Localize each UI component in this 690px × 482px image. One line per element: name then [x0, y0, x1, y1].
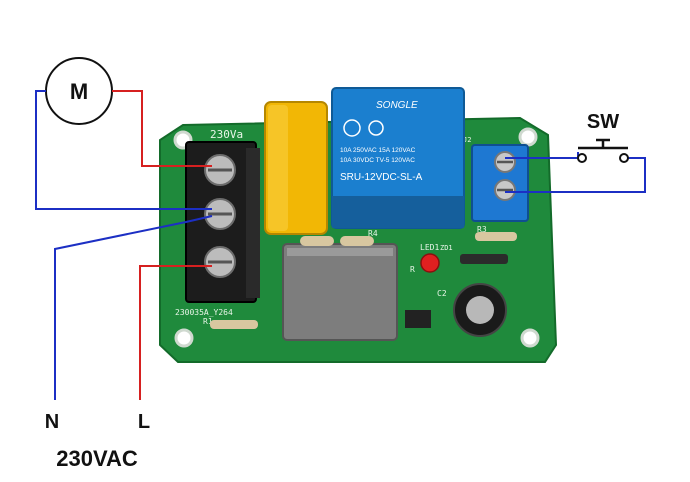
- pcb-label-zd1: ZD1: [440, 244, 453, 252]
- switch-contact: [577, 153, 587, 163]
- resistor: [340, 236, 374, 246]
- resistor: [210, 320, 258, 329]
- smd-diode: [405, 310, 431, 328]
- led-indicator: [420, 253, 440, 273]
- pcb-label-r1: R1: [203, 317, 213, 326]
- pcb-label-r3: R3: [477, 225, 487, 234]
- relay-cert-icon: [368, 120, 384, 136]
- x2-capacitor-highlight: [268, 105, 288, 231]
- relay-base: [332, 196, 464, 228]
- wire-motor-to-relay-output: [112, 90, 212, 167]
- terminal-screw: [204, 246, 236, 278]
- pcb-label-c2: C2: [437, 289, 447, 298]
- pcb-label-led1: LED1: [420, 243, 439, 252]
- power-terminal-block: [185, 141, 260, 303]
- relay-brand: SONGLE: [376, 100, 418, 111]
- x2-capacitor: [264, 101, 328, 235]
- wire-motor-to-neutral: [35, 90, 212, 210]
- resistor: [475, 232, 517, 241]
- terminal-screw: [204, 198, 236, 230]
- electrolytic-capacitor: [453, 283, 507, 337]
- neutral-label: N: [45, 411, 59, 433]
- wire-neutral-supply: [54, 215, 213, 400]
- relay: SONGLE 10A 250VAC 15A 120VAC 10A 30VDC T…: [331, 87, 465, 229]
- resistors: [210, 232, 517, 329]
- relay-rating-2: 10A 30VDC TV-5 120VAC: [340, 157, 415, 164]
- supply-voltage-label: 230VAC: [56, 446, 138, 471]
- zener-diode: [460, 254, 508, 264]
- switch-label: SW: [587, 111, 619, 133]
- inductor-top: [287, 248, 393, 256]
- electrolytic-capacitor-top: [466, 296, 494, 324]
- terminal-screw: [204, 154, 236, 186]
- terminal-screw: [494, 151, 516, 173]
- mounting-hole: [518, 127, 538, 147]
- wiring: [35, 90, 646, 400]
- resistor: [300, 236, 334, 246]
- mounting-hole: [520, 328, 540, 348]
- relay-model: SRU-12VDC-SL-A: [340, 172, 423, 183]
- inductor: [282, 243, 398, 341]
- pcb-label-r4: R4: [368, 229, 378, 238]
- pcb-voltage-mark: 230Va: [210, 128, 243, 141]
- mounting-hole: [174, 328, 194, 348]
- motor-label: M: [70, 79, 88, 104]
- wire-live-supply: [139, 265, 212, 400]
- live-label: L: [138, 411, 150, 433]
- inductor-body: [282, 243, 398, 341]
- push-switch-symbol: SW: [577, 111, 629, 163]
- switch-contact: [619, 153, 629, 163]
- terminal-block-side: [246, 148, 260, 298]
- terminal-screw: [494, 179, 516, 201]
- pcb-serial: 230035A_Y264: [175, 308, 233, 317]
- wire-switch-b: [505, 157, 646, 193]
- pcb-label-j2: J2: [463, 136, 471, 144]
- switch-terminal-block: [471, 144, 529, 222]
- relay-rating-1: 10A 250VAC 15A 120VAC: [340, 147, 416, 154]
- motor-symbol: M: [45, 57, 113, 125]
- relay-cert-icon: [343, 119, 361, 137]
- pcb-label-r: R: [410, 265, 415, 274]
